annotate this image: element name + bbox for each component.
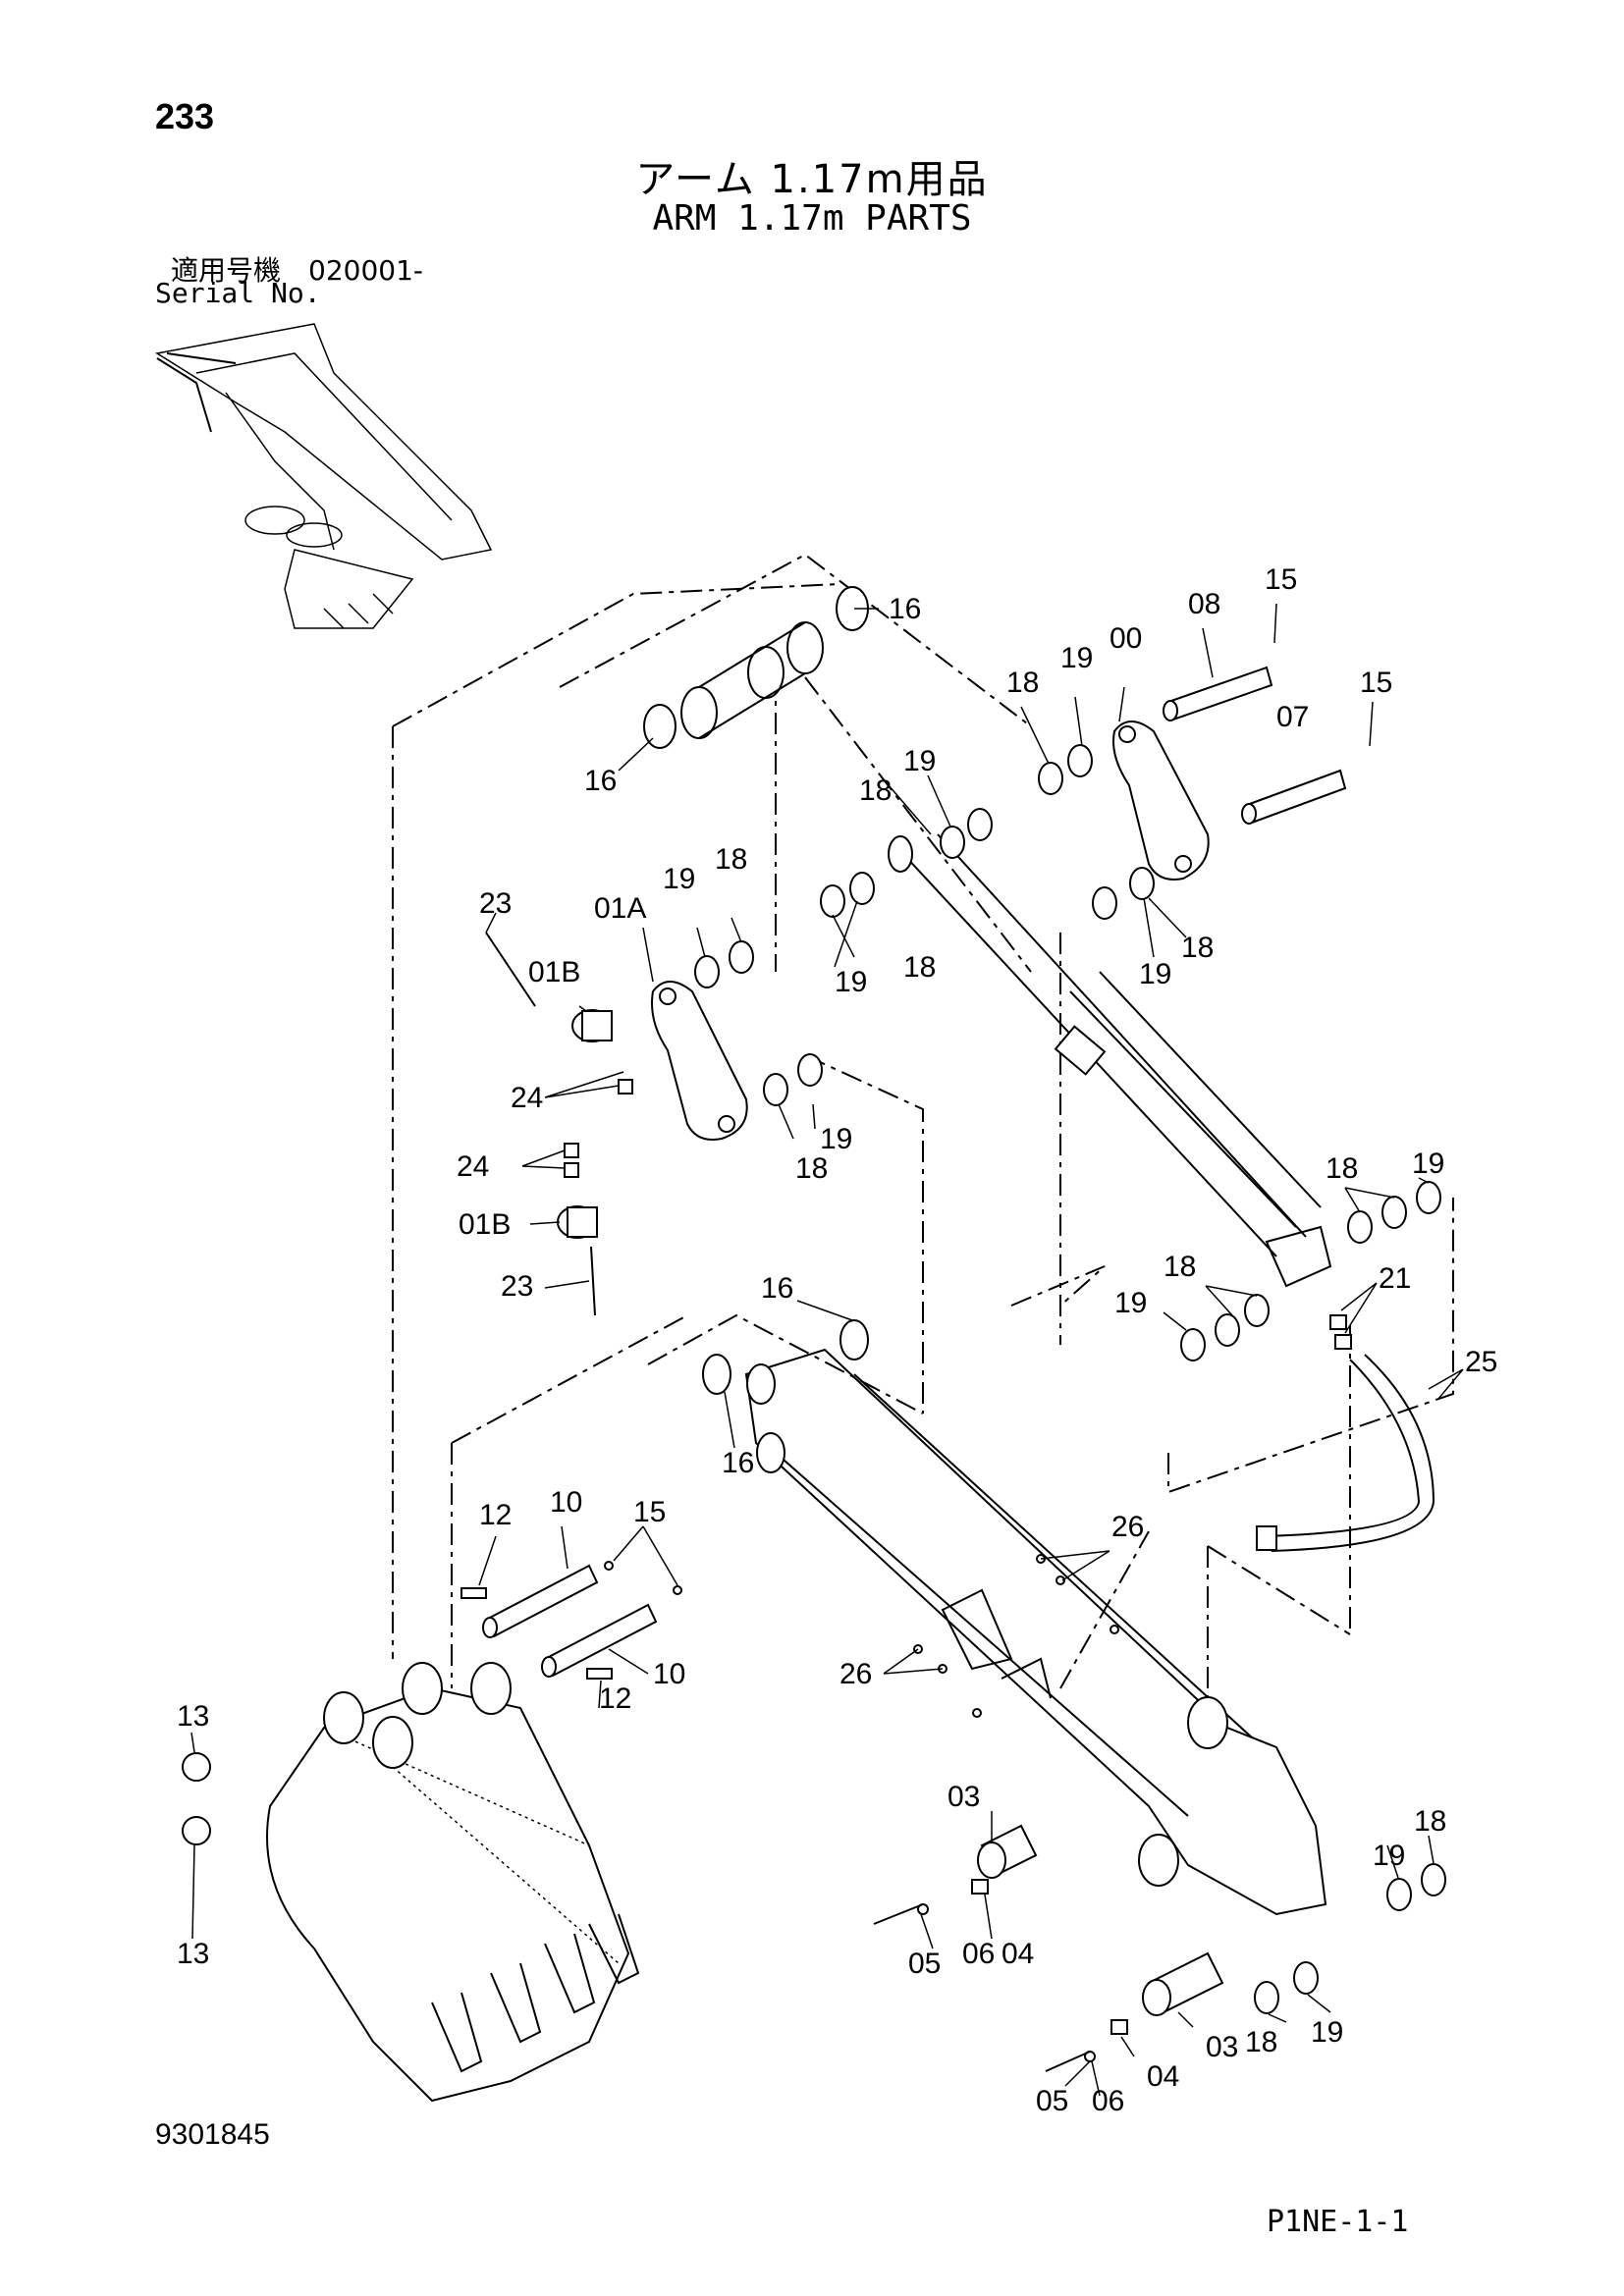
part-label: 19 (663, 863, 695, 895)
part-label: 18 (1181, 932, 1214, 964)
part-label: 26 (839, 1658, 872, 1690)
part-label: 05 (1036, 2085, 1068, 2117)
part-label: 00 (1110, 622, 1142, 655)
washers (694, 744, 1446, 2014)
bolts-26 (913, 1554, 1119, 1718)
part-label: 12 (599, 1682, 631, 1715)
part-label: 10 (653, 1658, 685, 1690)
part-label: 15 (1360, 667, 1392, 699)
arm-body (702, 1319, 1327, 1916)
part-label: 19 (903, 745, 936, 777)
part-label: 04 (1001, 1938, 1034, 1970)
page-number: 233 (155, 96, 215, 136)
part-label: 15 (633, 1496, 666, 1528)
link-01A (651, 981, 748, 1141)
pins-03-hardware (873, 1824, 1224, 2072)
part-label: 16 (761, 1272, 793, 1305)
bucket-pins (460, 1561, 682, 1680)
part-label: 24 (511, 1082, 543, 1114)
part-labels: 16 16 16 16 15 15 15 08 07 00 19 18 19 1… (177, 563, 1497, 2117)
part-label: 24 (457, 1150, 489, 1183)
part-label: 19 (1373, 1840, 1405, 1872)
part-label: 16 (584, 765, 617, 797)
bushings-bolts (485, 932, 633, 1316)
part-label: 16 (889, 593, 921, 625)
snap-ring-16-left (643, 704, 677, 749)
serial-label-japanese: 適用号機 020001- (171, 254, 423, 287)
part-label: 19 (1311, 2016, 1343, 2049)
part-label: 18 (903, 951, 936, 984)
part-label: 08 (1188, 588, 1220, 620)
part-label: 05 (908, 1948, 941, 1980)
part-label: 01B (528, 956, 580, 988)
part-label: 01B (459, 1208, 511, 1241)
snap-ring-16-lower-left (702, 1354, 731, 1395)
part-label: 19 (835, 966, 867, 998)
arm-top-bosses (643, 586, 869, 749)
bucket (182, 1662, 640, 2103)
part-label: 03 (1206, 2031, 1238, 2063)
arm-thumbnail (154, 323, 493, 629)
page-code: P1NE-1-1 (1267, 2205, 1409, 2239)
document-number: 9301845 (155, 2118, 270, 2151)
part-label: 26 (1111, 1511, 1144, 1543)
title-english: ARM 1.17m PARTS (652, 198, 972, 239)
part-label: 06 (962, 1938, 995, 1970)
part-label: 25 (1465, 1346, 1497, 1378)
part-label: 18 (1164, 1251, 1196, 1283)
part-label: 04 (1147, 2060, 1179, 2093)
part-label: 18 (859, 774, 892, 807)
serial-label-english: Serial No. (155, 277, 321, 309)
part-label: 06 (1092, 2085, 1124, 2117)
hoses (1256, 1314, 1435, 1552)
part-label: 19 (1114, 1287, 1147, 1319)
part-label: 21 (1379, 1262, 1411, 1295)
part-label: 23 (501, 1270, 533, 1303)
part-label: 23 (479, 887, 512, 920)
part-label: 19 (1139, 958, 1171, 990)
arm-cylinder (888, 833, 1332, 1288)
part-label: 18 (1006, 667, 1039, 699)
part-label: 13 (177, 1700, 209, 1733)
part-label: 13 (177, 1938, 209, 1970)
leader-lines (190, 603, 1464, 2097)
link-00 (1112, 721, 1210, 881)
part-label: 15 (1265, 563, 1297, 596)
part-label: 19 (1060, 642, 1093, 674)
title-japanese: アーム 1.17m用品 (635, 157, 989, 202)
part-label: 18 (1414, 1805, 1446, 1838)
ring-13-lower (182, 1816, 211, 1845)
ring-13-upper (182, 1752, 211, 1782)
part-label: 18 (795, 1152, 828, 1185)
part-label: 07 (1276, 701, 1309, 733)
part-label: 16 (722, 1447, 754, 1479)
part-label: 19 (820, 1123, 852, 1155)
part-label: 19 (1412, 1148, 1444, 1180)
part-label: 10 (550, 1486, 582, 1519)
part-label: 12 (479, 1499, 512, 1531)
part-label: 18 (715, 843, 747, 876)
snap-ring-16-lower-right (839, 1319, 869, 1361)
pins-07-08 (1163, 666, 1347, 825)
part-label: 03 (947, 1781, 980, 1813)
part-label: 18 (1245, 2026, 1277, 2058)
part-label: 18 (1326, 1152, 1358, 1185)
part-label: 01A (594, 892, 646, 925)
